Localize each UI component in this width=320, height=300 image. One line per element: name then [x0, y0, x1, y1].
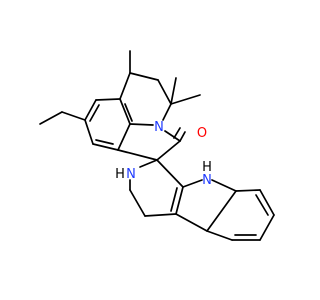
bond — [164, 130, 181, 142]
bond — [92, 143, 119, 151]
bond — [255, 194, 269, 216]
bond — [139, 159, 158, 168]
bond — [182, 179, 203, 188]
bond — [170, 77, 177, 105]
molecule-structure: N O N H N H — [39, 50, 275, 241]
bond — [170, 94, 201, 105]
atom-labels: N O N H N H — [115, 120, 212, 188]
bond — [235, 189, 261, 192]
bond — [39, 111, 63, 125]
bond — [206, 190, 237, 232]
bond — [144, 213, 177, 217]
bond — [117, 123, 131, 151]
bond — [117, 149, 158, 161]
bond — [129, 123, 154, 126]
atom-n-lactam: N — [154, 120, 164, 135]
bond — [119, 72, 131, 100]
bond — [119, 98, 131, 125]
bond — [156, 159, 184, 188]
bond — [170, 187, 178, 212]
lower-ring-system — [129, 159, 275, 241]
bond — [95, 98, 121, 101]
bond — [157, 79, 172, 105]
bond — [95, 139, 114, 145]
atom-n-ring: N — [126, 167, 136, 182]
bond — [175, 186, 184, 215]
atom-o-carbonyl: O — [197, 126, 207, 141]
bond — [206, 230, 233, 241]
bond — [61, 111, 86, 121]
molecule-canvas: N O N H N H — [39, 50, 275, 241]
bond — [84, 99, 97, 121]
atom-h-indole: H — [202, 160, 212, 175]
bond — [179, 131, 186, 142]
bond — [124, 103, 133, 122]
bond — [129, 189, 146, 217]
bond — [156, 140, 181, 161]
bond — [162, 103, 172, 121]
bond — [259, 189, 275, 216]
bond — [211, 179, 237, 192]
bond — [89, 104, 100, 122]
bond — [259, 214, 275, 241]
atom-h-ring: H — [115, 167, 125, 182]
bond — [175, 213, 208, 232]
bond — [129, 72, 159, 81]
bond — [84, 119, 94, 145]
upper-ring-system — [39, 50, 201, 161]
atom-n-indole: N — [202, 173, 212, 188]
bond — [173, 127, 181, 139]
